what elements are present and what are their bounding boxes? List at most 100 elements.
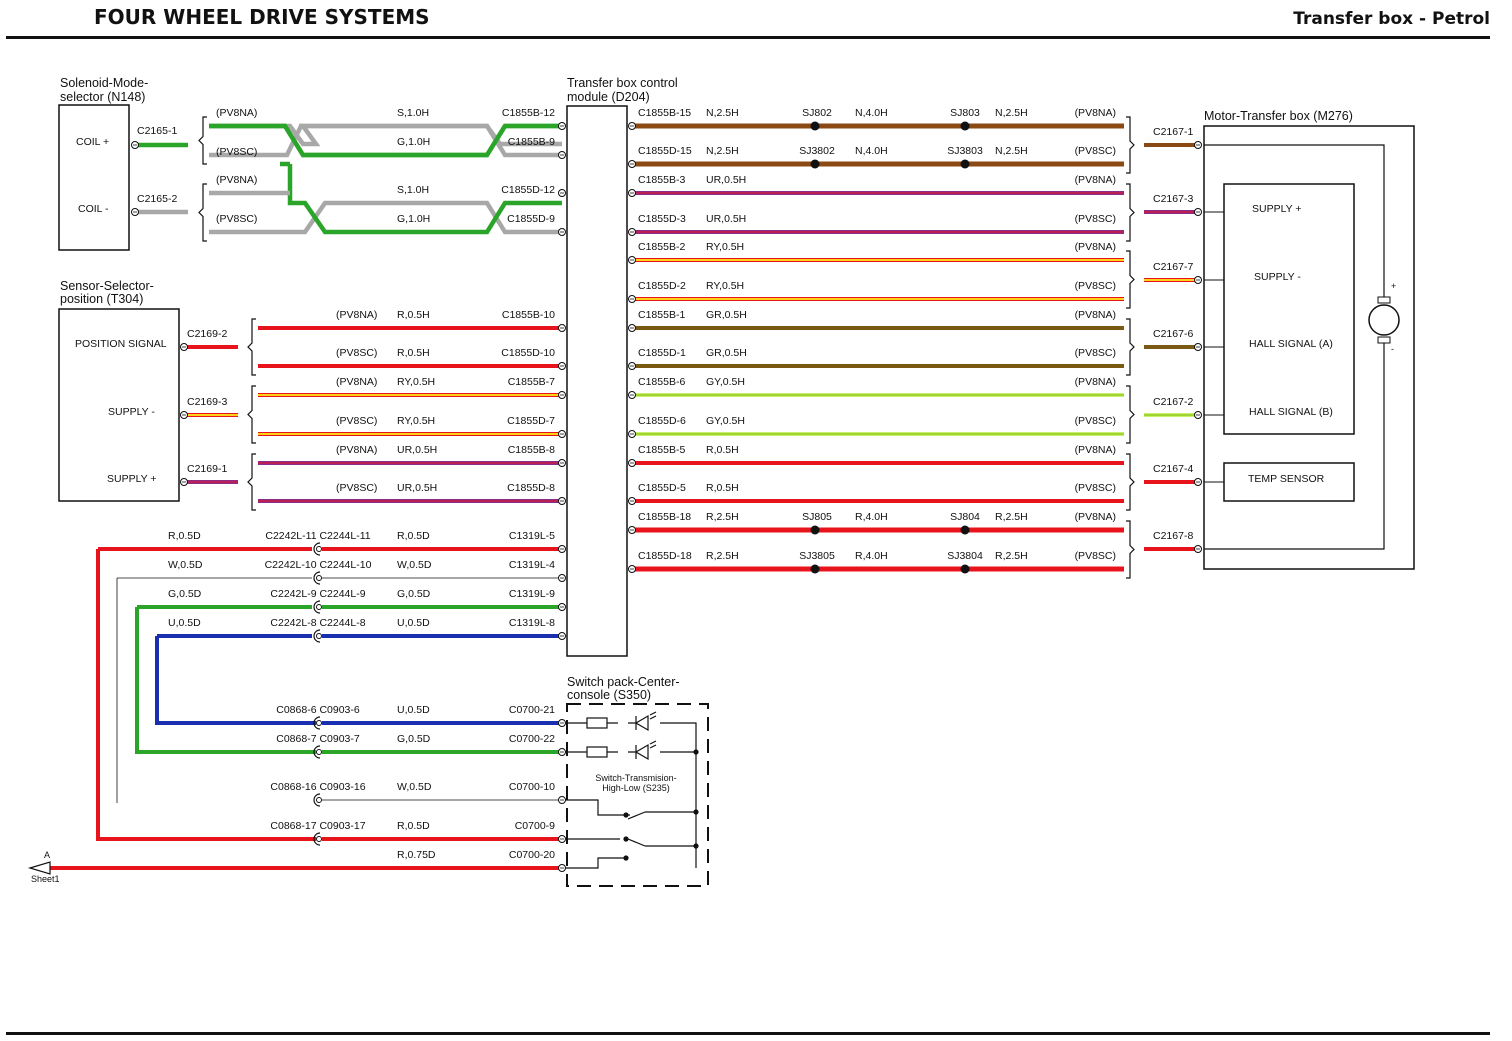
wire-spec: GY,0.5H: [706, 415, 745, 427]
splice-label: SJ3802: [799, 145, 835, 157]
motor-minus-label: -: [1391, 344, 1394, 354]
wire-spec: S,1.0H: [397, 107, 429, 119]
footer-rule: [6, 1032, 1490, 1035]
pin-label: C1319L-9: [509, 588, 555, 600]
inline-connector-icon: [313, 629, 321, 643]
wire-tag: (PV8NA): [1075, 174, 1116, 186]
high-low-switch-icon: [562, 754, 697, 869]
harness-bracket: [1126, 250, 1135, 309]
solenoid-labels: C2165-1 C2165-2 (PV8NA) (PV8SC) (PV8NA) …: [137, 107, 555, 225]
sensor-pin-supply-minus: SUPPLY -: [108, 406, 155, 418]
offsheet-letter: A: [44, 850, 50, 860]
inline-connector-label: C0868-6 C0903-6: [276, 704, 360, 716]
sensor-connector-label: C2169-1: [187, 463, 227, 475]
wire-tag: (PV8SC): [336, 415, 377, 427]
splice-joint: [960, 564, 970, 574]
wire-spec: R,4.0H: [855, 550, 888, 562]
wire-spec: R,2.5H: [995, 550, 1028, 562]
hall-sensor-box: [1223, 183, 1355, 435]
solenoid-module: Solenoid-Mode- selector (N148) COIL + CO…: [58, 76, 148, 251]
wire-spec: R,0.5H: [397, 347, 430, 359]
harness-brackets: [198, 116, 1135, 579]
wire-spec: UR,0.5H: [397, 444, 437, 456]
motor-brush-top: [1377, 296, 1391, 304]
motor-icon: [1368, 304, 1400, 336]
wire-tag: (PV8SC): [1075, 550, 1116, 562]
wire-spec: N,2.5H: [995, 145, 1028, 157]
pin-label: C1855D-9: [507, 213, 555, 225]
pin-label: C1855D-18: [638, 550, 692, 562]
pin-label: C1319L-5: [509, 530, 555, 542]
switchpack-box: [566, 703, 709, 887]
motor-module: Motor-Transfer box (M276) SUPPLY + SUPPL…: [1203, 109, 1415, 570]
inline-connector-pin: [316, 749, 322, 755]
wire-spec: R,0.5D: [397, 820, 430, 832]
solenoid-wiring: [135, 123, 562, 235]
wire-spec: G,0.5D: [168, 588, 202, 600]
motor-pin-temp-sensor: TEMP SENSOR: [1248, 473, 1325, 485]
wire-spec: N,2.5H: [706, 107, 739, 119]
inline-connector-icon: [313, 793, 321, 807]
sensor-connector-label: C2169-2: [187, 328, 227, 340]
solenoid-pin-coil-plus: COIL +: [76, 136, 109, 148]
pin-label: C1319L-8: [509, 617, 555, 629]
splice-label: SJ804: [950, 511, 980, 523]
motor-connector-label: C2167-3: [1153, 193, 1193, 205]
header-rule: [6, 36, 1490, 39]
wire-tag: (PV8NA): [1075, 376, 1116, 388]
harness-bracket: [247, 385, 256, 444]
sensor-pin-supply-plus: SUPPLY +: [107, 473, 157, 485]
pin-label: C1855B-18: [638, 511, 691, 523]
motor-connector-label: C2167-8: [1153, 530, 1193, 542]
pin-label: C1855D-8: [507, 482, 555, 494]
splice-label: SJ3805: [799, 550, 835, 562]
wire-spec: G,1.0H: [397, 213, 430, 225]
wire-tag: (PV8NA): [216, 174, 257, 186]
splice-joint: [960, 121, 970, 131]
wire-spec: R,0.5H: [706, 482, 739, 494]
motor-pin-hall-b: HALL SIGNAL (B): [1249, 406, 1333, 418]
wire-tag: (PV8SC): [216, 213, 257, 225]
harness-bracket: [247, 318, 256, 376]
inline-connector-icon: [313, 542, 321, 556]
page-title: FOUR WHEEL DRIVE SYSTEMS: [94, 5, 430, 29]
splice-joint: [810, 121, 820, 131]
tcm-module: Transfer box control module (D204): [566, 76, 678, 657]
inline-connector-icon: [313, 745, 321, 759]
wire-tag: (PV8NA): [1075, 444, 1116, 456]
conn-c2165-2: C2165-2: [137, 193, 177, 205]
pin-label: C1855B-6: [638, 376, 685, 388]
harness-bracket: [198, 116, 207, 165]
wire-tag: (PV8SC): [216, 146, 257, 158]
sensor-box: [58, 308, 180, 502]
pin-label: C0700-22: [509, 733, 555, 745]
wire-spec: RY,0.5H: [397, 415, 435, 427]
solenoid-pin-coil-minus: COIL -: [78, 203, 109, 215]
page-subtitle: Transfer box - Petrol: [1293, 9, 1490, 29]
pin-terminals: [131, 122, 1202, 872]
splice-label: SJ805: [802, 511, 832, 523]
wire-spec: G,1.0H: [397, 136, 430, 148]
motor-connector-label: C2167-2: [1153, 396, 1193, 408]
wire-spec: R,2.5H: [706, 511, 739, 523]
sensor-title-1: Sensor-Selector-: [60, 279, 154, 293]
wire-tag: (PV8SC): [1075, 280, 1116, 292]
sensor-pin-position-signal: POSITION SIGNAL: [75, 338, 167, 350]
wire-tag: (PV8NA): [1075, 511, 1116, 523]
solenoid-title-1: Solenoid-Mode-: [60, 76, 148, 90]
pin-label: C1855D-3: [638, 213, 686, 225]
sensor-connector-label: C2169-3: [187, 396, 227, 408]
wire-spec: R,2.5H: [706, 550, 739, 562]
splice-joint: [960, 159, 970, 169]
resistor-2: [586, 746, 608, 758]
harness-bracket: [1126, 520, 1135, 579]
motor-pin-supply-plus: SUPPLY +: [1252, 203, 1302, 215]
pin-label: C1855B-8: [508, 444, 555, 456]
harness-bracket: [198, 183, 207, 242]
inline-connector-pin: [316, 575, 322, 581]
wire-spec: N,2.5H: [995, 107, 1028, 119]
tcm-title-2: module (D204): [567, 90, 650, 104]
solenoid-title-2: selector (N148): [60, 90, 145, 104]
wire-spec: R,0.5D: [397, 530, 430, 542]
pin-label: C1855B-12: [502, 107, 555, 119]
